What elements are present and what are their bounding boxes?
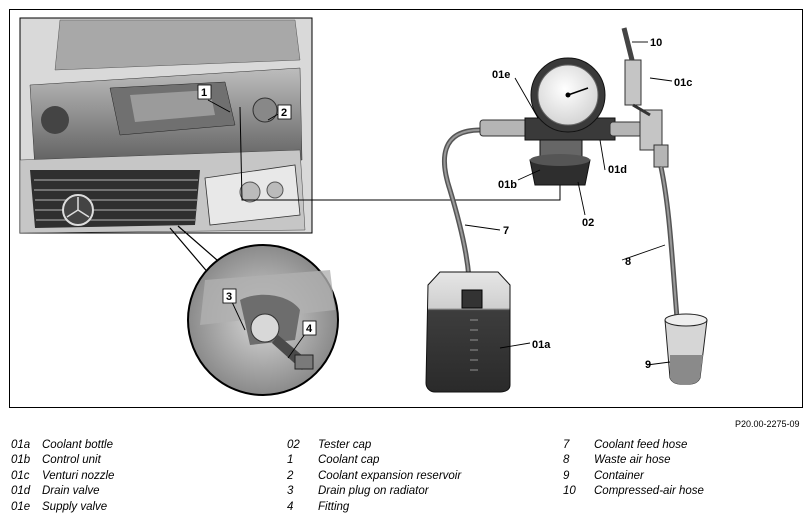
legend-text: Coolant bottle	[42, 439, 113, 451]
legend-column-1: 01a Coolant bottle 01b Control unit 01c Ven…	[11, 439, 114, 516]
tester-assembly	[442, 27, 681, 331]
coolant-bottle	[425, 271, 511, 393]
legend-text: Control unit	[42, 454, 101, 467]
callout-01a: 01a	[532, 339, 551, 351]
legend-code: 01b	[11, 454, 31, 467]
legend-code: 01c	[11, 469, 30, 482]
callout-4: 4	[306, 323, 313, 335]
legend-item: 01b Control unit	[11, 454, 114, 469]
legend-code: 7	[563, 439, 570, 451]
label-box-1	[197, 84, 212, 100]
legend-item: 02 Tester cap	[287, 439, 461, 454]
label-box-4	[302, 320, 317, 336]
legend-code: 3	[287, 485, 294, 498]
callout-01d: 01d	[608, 164, 627, 176]
legend-item: 4 Fitting	[287, 501, 461, 516]
legend-column-3: 7 Coolant feed hose 8 Waste air hose 9 Cont…	[563, 439, 704, 501]
legend-text: Coolant expansion reservoir	[318, 469, 462, 482]
legend-code: 02	[287, 439, 300, 451]
waste-container	[664, 313, 708, 385]
car-engine-photo	[19, 17, 313, 234]
legend-text: Coolant cap	[318, 454, 380, 467]
legend-code: 01a	[11, 439, 31, 451]
legend-text: Drain valve	[42, 485, 100, 498]
legend-item: 01a Coolant bottle	[11, 439, 114, 454]
callout-3: 3	[226, 291, 232, 303]
legend-text: Supply valve	[42, 500, 108, 513]
legend-code: 9	[563, 469, 570, 482]
legend-item: 8 Waste air hose	[563, 454, 704, 469]
legend-text: Waste air hose	[594, 454, 671, 467]
legend-item: 01c Venturi nozzle	[11, 470, 114, 485]
callout-01c: 01c	[674, 77, 692, 89]
legend-text: Drain plug on radiator	[318, 485, 429, 498]
legend-item: 10 Compressed-air hose	[563, 485, 704, 500]
callout-01e: 01e	[492, 69, 510, 81]
radiator-detail-zoom	[169, 225, 339, 396]
figure-reference: P20.00-2275-09	[735, 419, 800, 429]
legend-item: 01e Supply valve	[11, 501, 114, 516]
legend-item: 3 Drain plug on radiator	[287, 485, 461, 500]
legend-text: Compressed-air hose	[594, 485, 704, 498]
legend-code: 01d	[11, 485, 31, 498]
legend-code: 4	[287, 500, 294, 513]
legend-code: 01e	[11, 500, 31, 513]
leader-lines	[207, 41, 673, 366]
legend-item: 7 Coolant feed hose	[563, 439, 704, 454]
legend-code: 1	[287, 454, 294, 467]
callout-1: 1	[201, 87, 207, 99]
callout-10: 10	[650, 37, 662, 49]
legend-code: 2	[287, 469, 294, 482]
legend-text: Tester cap	[318, 439, 372, 451]
callout-9: 9	[645, 359, 651, 371]
callout-8: 8	[625, 256, 631, 268]
legend-text: Coolant feed hose	[594, 439, 688, 451]
callout-02: 02	[582, 217, 594, 229]
coolant-tester-illustration: 1 2 3 4 01e 01b 01c 01d 10 02 7 8 9 01a	[19, 17, 708, 396]
legend-text: Container	[594, 469, 644, 482]
connection-line	[239, 106, 561, 201]
legend-item: 9 Container	[563, 470, 704, 485]
label-box-3	[222, 288, 237, 304]
legend-code: 10	[563, 485, 576, 498]
callout-7: 7	[503, 225, 509, 237]
legend-text: Venturi nozzle	[42, 469, 115, 482]
legend-code: 8	[563, 454, 570, 467]
callout-2: 2	[281, 107, 287, 119]
label-box-2	[277, 104, 292, 120]
legend-item: 2 Coolant expansion reservoir	[287, 470, 461, 485]
legend-item: 1 Coolant cap	[287, 454, 461, 469]
legend-item: 01d Drain valve	[11, 485, 114, 500]
illustration-frame: 1 2 3 4 01e 01b 01c 01d 10 02 7 8 9 01a	[9, 9, 803, 408]
legend-column-2: 02 Tester cap 1 Coolant cap 2 Coolant expan…	[287, 439, 461, 516]
legend-text: Fitting	[318, 500, 350, 513]
callout-01b: 01b	[498, 179, 517, 191]
